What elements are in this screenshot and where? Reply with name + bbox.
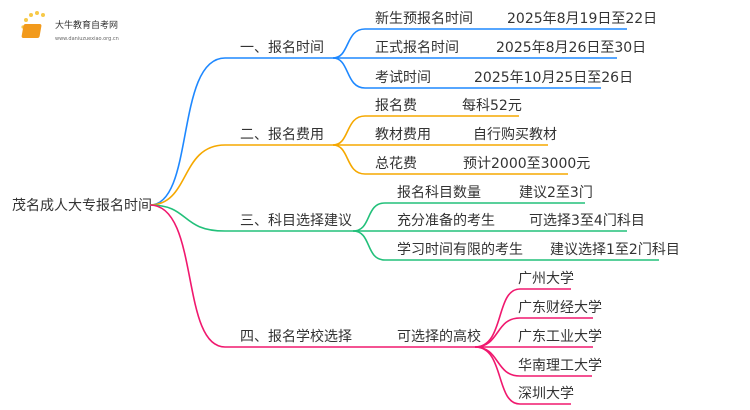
logo: 大牛教育自考网 www.daniuzuexiao.org.cn (21, 11, 119, 42)
node-label[interactable]: 新生预报名时间 (375, 11, 473, 27)
node-label[interactable]: 正式报名时间 (375, 40, 459, 56)
node-value: 自行购买教材 (473, 127, 557, 143)
node-value: 2025年8月26日至30日 (496, 40, 646, 56)
node-label[interactable]: 充分准备的考生 (397, 212, 495, 229)
book-icon (21, 24, 42, 38)
child-line (332, 28, 627, 59)
child-line (474, 346, 571, 405)
branch-4-label[interactable]: 四、报名学校选择 (240, 328, 352, 345)
node-label[interactable]: 教材费用 (375, 127, 431, 143)
school-node[interactable]: 深圳大学 (518, 386, 574, 402)
node-value: 预计2000至3000元 (463, 156, 590, 172)
node-value: 2025年10月25日至26日 (474, 70, 633, 86)
node-value: 每科52元 (462, 98, 522, 114)
node-label[interactable]: 学习时间有限的考生 (397, 242, 523, 258)
child-line (352, 202, 585, 232)
logo-name: 大牛教育自考网 (55, 19, 118, 31)
school-node[interactable]: 广州大学 (518, 271, 574, 287)
sub-node-label[interactable]: 可选择的高校 (397, 328, 481, 345)
node-label[interactable]: 报名费 (375, 98, 417, 114)
branch-3-line (149, 204, 353, 232)
node-label[interactable]: 报名科目数量 (397, 185, 481, 201)
node-value: 2025年8月19日至22日 (507, 11, 657, 27)
node-label[interactable]: 总花费 (375, 156, 417, 172)
branch-2-label[interactable]: 二、报名费用 (240, 127, 324, 143)
root-node[interactable]: 茂名成人大专报名时间 (12, 197, 152, 214)
child-line (474, 317, 593, 348)
logo-url: www.daniuzuexiao.org.cn (55, 36, 119, 42)
child-line (332, 144, 568, 175)
child-line (332, 115, 519, 146)
node-value: 建议选择1至2门科目 (550, 242, 680, 258)
child-line (474, 288, 571, 348)
child-line (352, 230, 659, 261)
branch-3-label[interactable]: 三、科目选择建议 (240, 213, 352, 229)
node-value: 建议2至3门 (519, 185, 593, 201)
node-label[interactable]: 考试时间 (375, 70, 431, 86)
branch-1-line (149, 57, 333, 206)
branch-1-label[interactable]: 一、报名时间 (240, 40, 324, 56)
school-node[interactable]: 广东工业大学 (518, 329, 602, 345)
branch-4-line (149, 204, 475, 348)
node-value: 可选择3至4门科目 (529, 213, 645, 229)
branch-2-line (149, 144, 333, 206)
child-line (332, 57, 601, 89)
school-node[interactable]: 华南理工大学 (518, 358, 602, 374)
school-node[interactable]: 广东财经大学 (518, 300, 602, 316)
